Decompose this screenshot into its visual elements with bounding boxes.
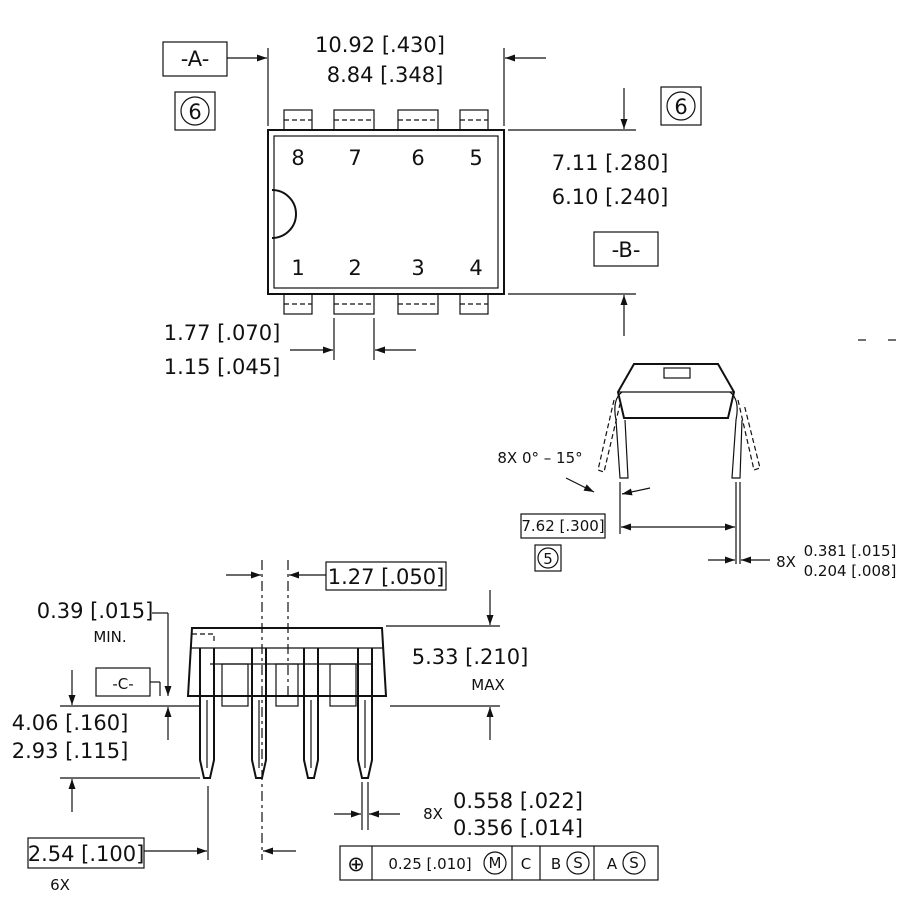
side-leads (199, 648, 373, 779)
side-view-body (186, 627, 388, 697)
width-min: 6.10 [.240] (552, 185, 669, 209)
lead-w-prefix: 8X (423, 805, 443, 823)
lead-width-min: 1.15 [.045] (164, 355, 281, 379)
note-6-right-box (660, 86, 702, 126)
lead-width-max: 1.77 [.070] (164, 321, 281, 345)
pin-label: 5 (469, 146, 482, 170)
height-note: MAX (471, 676, 504, 694)
datum-a: -A- (181, 47, 210, 71)
lead-thk-prefix: 8X (776, 553, 796, 571)
note-5-box (534, 544, 562, 572)
datum-b-box (593, 231, 659, 267)
datum-ref-b: B (551, 855, 561, 873)
note-6-left-box (174, 91, 216, 131)
length-max: 10.92 [.430] (315, 33, 445, 57)
lead-len-min: 2.93 [.115] (12, 739, 129, 763)
lead-w-max: 0.558 [.022] (453, 789, 583, 813)
pin-label: 2 (348, 256, 361, 280)
top-leads (283, 109, 489, 131)
bottom-leads (283, 293, 489, 315)
row-spacing-box (520, 513, 606, 539)
note-6-left: 6 (188, 100, 201, 124)
pin1-notch (271, 189, 297, 239)
pin-label: 4 (469, 256, 482, 280)
lead-thk-min: 0.204 [.008] (804, 562, 897, 580)
standoff-note: MIN. (93, 628, 126, 646)
note-6-right: 6 (674, 95, 687, 119)
pin-label: 6 (411, 146, 424, 170)
pin-label: 7 (348, 146, 361, 170)
lead-w-min: 0.356 [.014] (453, 816, 583, 840)
lead-thk-max: 0.381 [.015] (804, 542, 897, 560)
lead-len-max: 4.06 [.160] (12, 711, 129, 735)
pitch-count: 6X (50, 876, 70, 894)
rfs-modifier-a: S (629, 854, 639, 872)
row-spacing: 7.62 [.300] (521, 517, 604, 535)
lead-shoulder-box (325, 561, 447, 591)
datum-ref-a: A (607, 855, 618, 873)
end-view-body (616, 363, 736, 419)
pin-label: 1 (291, 256, 304, 280)
pin-label: 3 (411, 256, 424, 280)
datum-b: -B- (612, 238, 641, 262)
angle-label: 8X 0° – 15° (497, 449, 582, 467)
side-view: 1.27 [.050] 0.39 [.015] MIN. -C- 5.33 [.… (12, 560, 659, 894)
pin-label: 8 (291, 146, 304, 170)
length-min: 8.84 [.348] (327, 63, 444, 87)
note-5: 5 (543, 550, 553, 568)
end-view: 8X 0° – 15° 7.62 [.300] 5 8X 0.381 [.015… (497, 363, 897, 580)
tolerance-value: 0.25 [.010] (388, 855, 471, 873)
pitch-box (27, 837, 145, 869)
package-body (267, 129, 505, 295)
top-view: 8 7 6 5 1 2 3 4 -A- 10.92 [.430] 8.84 [.… (162, 33, 702, 379)
tolerance-frame: ⊕ 0.25 [.010] M C B S A S (339, 845, 659, 881)
datum-c: -C- (112, 675, 133, 693)
datum-ref-c: C (521, 855, 531, 873)
pitch: 2.54 [.100] (28, 842, 145, 866)
standoff: 0.39 [.015] (37, 599, 154, 623)
width-max: 7.11 [.280] (552, 151, 669, 175)
height: 5.33 [.210] (412, 645, 529, 669)
rfs-modifier-b: S (573, 854, 583, 872)
mmc-modifier: M (489, 854, 502, 872)
position-icon: ⊕ (347, 852, 365, 876)
lead-shoulder: 1.27 [.050] (328, 565, 445, 589)
datum-a-box (162, 41, 228, 77)
